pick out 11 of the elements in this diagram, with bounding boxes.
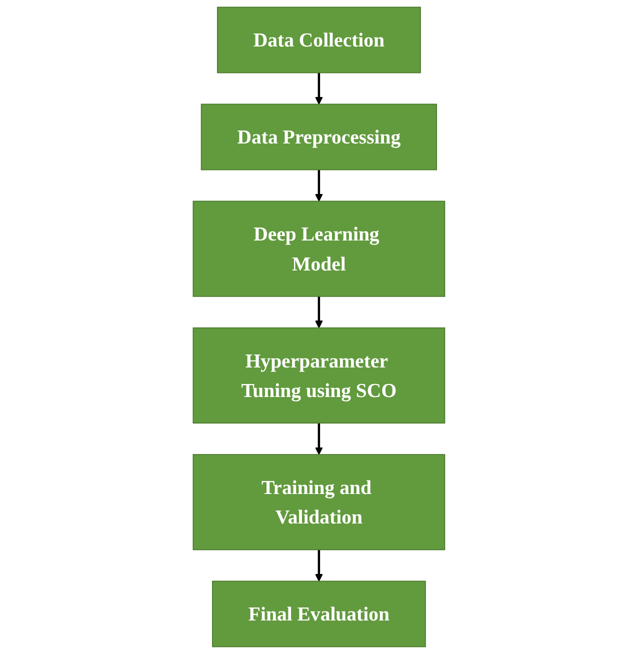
node-box: Deep Learning Model (192, 200, 446, 297)
node-box: Data Collection (217, 6, 421, 74)
arrow (315, 170, 323, 202)
arrow (315, 423, 323, 455)
node-box: Hyperparameter Tuning using SCO (192, 327, 446, 424)
arrow (315, 550, 323, 582)
node-box: Final Evaluation (212, 580, 426, 648)
arrow (315, 72, 323, 105)
node-box: Data Preprocessing (200, 104, 438, 170)
node-box: Training and Validation (192, 454, 446, 550)
arrow (315, 296, 323, 328)
